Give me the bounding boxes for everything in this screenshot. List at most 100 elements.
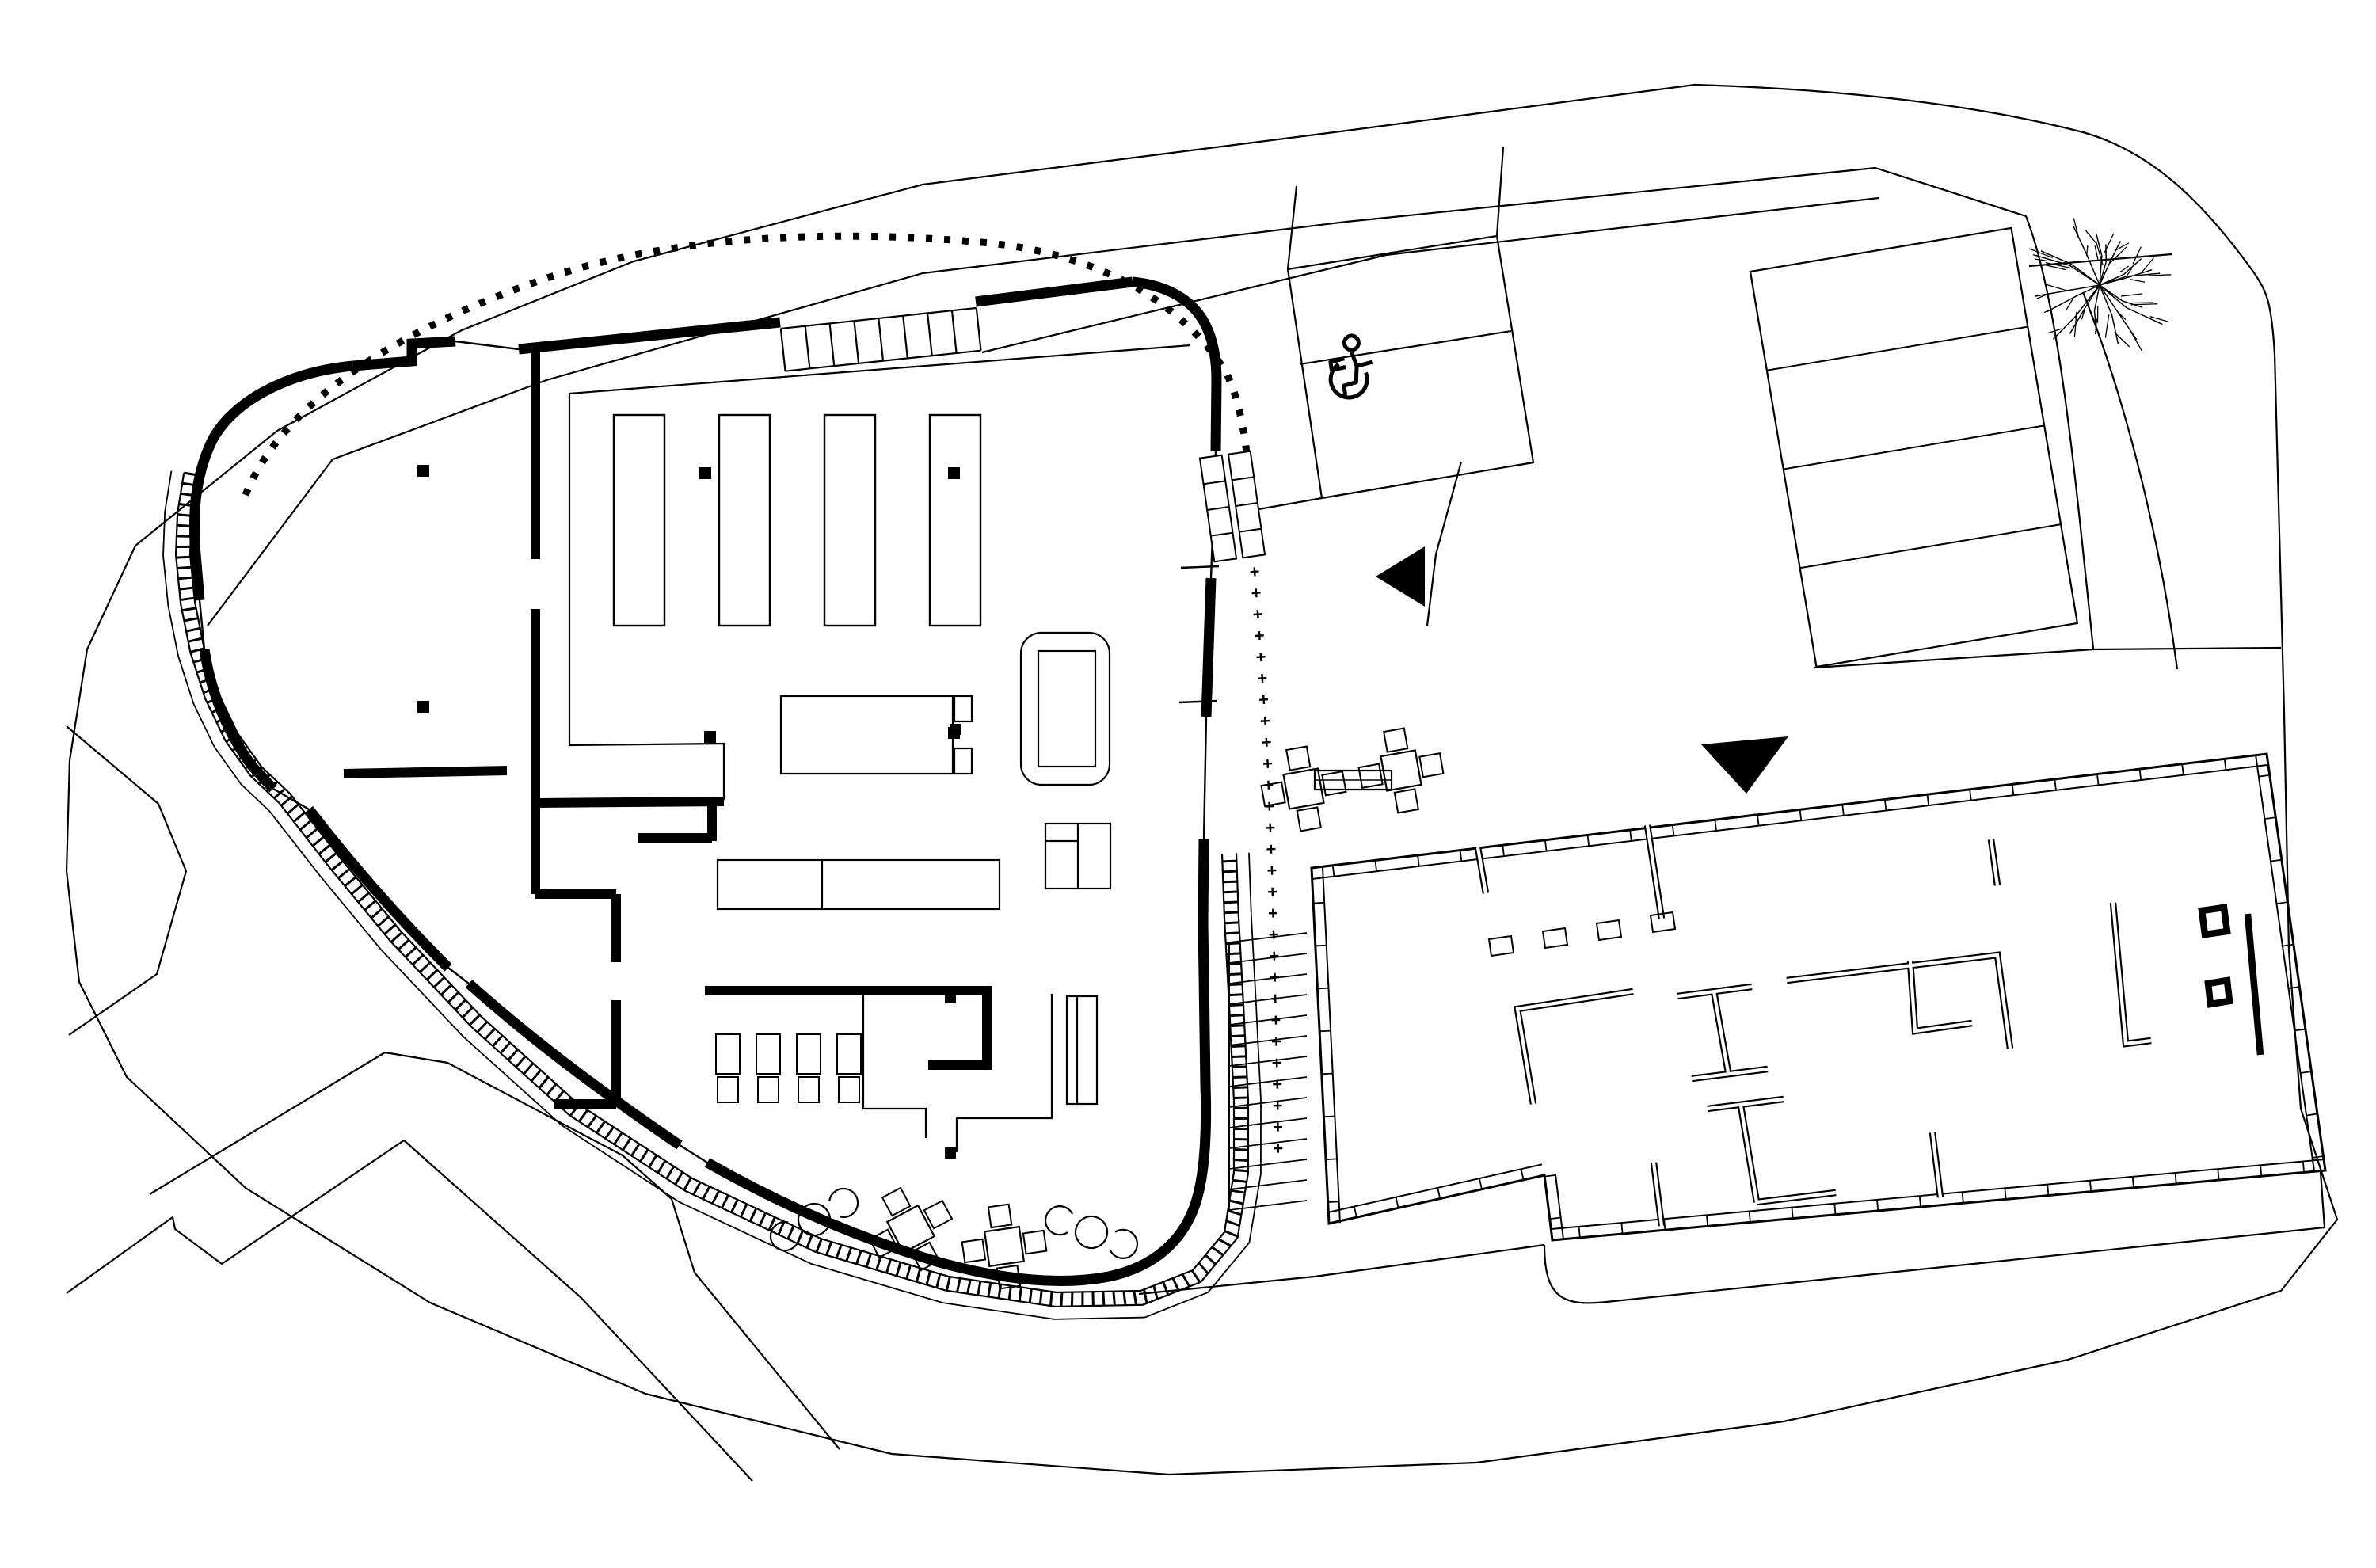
stair-step: [1228, 1056, 1308, 1067]
promenade-tick: [1224, 900, 1239, 904]
facade-tick: [1321, 1072, 1333, 1075]
interior-columns: [1487, 911, 1677, 957]
promenade-tick: [176, 555, 191, 559]
facade-tick: [2306, 1113, 2318, 1117]
column: [417, 465, 429, 477]
entrance-arrow-icon-east: [1701, 736, 1788, 794]
structural-columns: [417, 465, 960, 743]
promenade-rail: [162, 470, 1262, 1320]
promenade-tick: [404, 946, 417, 958]
exterior-stair: [1228, 932, 1308, 1211]
desk: [756, 1033, 781, 1075]
facade-tick: [1833, 1203, 1837, 1215]
plus-mark: [1253, 613, 1262, 616]
facade-tick: [2282, 943, 2294, 947]
chair: [881, 1186, 912, 1217]
facade-tick: [1876, 1199, 1879, 1211]
plus-marked-path: [1247, 524, 1283, 1153]
facade-tick: [2054, 778, 2057, 790]
promenade-tick: [1233, 1086, 1248, 1089]
promenade-tick: [1028, 1288, 1033, 1303]
facade-tick: [1502, 845, 1505, 857]
promenade-tick: [1229, 1014, 1244, 1018]
promenade-tick: [492, 1034, 504, 1048]
promenade-tick: [530, 1069, 542, 1083]
desk: [796, 1033, 821, 1075]
facade-tick: [2302, 1161, 2306, 1173]
tree-branch: [2096, 233, 2103, 286]
inner-road-edge-lower: [981, 196, 1879, 354]
grating-rung: [804, 325, 811, 369]
facade-tick: [1417, 854, 1420, 867]
interior-column: [1649, 911, 1677, 934]
promenade-tick: [461, 1006, 474, 1018]
tree-twig: [2120, 293, 2142, 297]
chair: [1022, 1229, 1048, 1255]
tree-twig: [2125, 268, 2133, 278]
facade-tick: [1671, 824, 1675, 836]
facade-tick: [1479, 1178, 1483, 1189]
grating-rung: [950, 310, 958, 354]
parking-area: [1249, 147, 2079, 668]
grating-rung: [828, 323, 836, 367]
facade-tick: [1319, 1029, 1331, 1033]
interior-partitions-core: [1475, 824, 2152, 1227]
promenade-tick: [177, 565, 192, 569]
plus-mark: [1258, 676, 1267, 680]
wall-east-segment-top: [1210, 379, 1222, 452]
promenade-tick: [786, 1225, 795, 1240]
tall-cabinet: [1065, 995, 1099, 1106]
facade-tick: [2264, 816, 2276, 820]
kitchen-partition: [955, 994, 1053, 1152]
chair: [987, 1203, 1013, 1229]
promenade-tick: [1133, 1290, 1137, 1306]
horseshoe-chair: [828, 1187, 859, 1219]
promenade-tick: [587, 1115, 598, 1128]
tree-twig: [2114, 332, 2130, 348]
promenade-tick: [1223, 880, 1238, 884]
tree-branch: [2099, 284, 2163, 325]
tree-icon: [2028, 218, 2172, 352]
promenade-tick: [1122, 1291, 1127, 1306]
facade-tick: [1757, 814, 1760, 826]
promenade-tick: [956, 1277, 961, 1292]
facade-tick: [2294, 1028, 2306, 1032]
promenade-tick: [1211, 1246, 1224, 1257]
stall-divider: [1783, 424, 2045, 470]
parking-apron-line: [1814, 648, 2094, 669]
facade-tick: [1549, 1216, 1561, 1220]
accessible-stall-outline: [1286, 234, 1535, 500]
service-counter: [716, 858, 1001, 911]
promenade-tick: [721, 1194, 729, 1209]
facade-tick: [1926, 794, 1930, 806]
promenade-tick: [1038, 1290, 1043, 1305]
chair: [868, 1228, 899, 1259]
interior-column: [1487, 934, 1515, 957]
grating-rung: [779, 328, 786, 371]
promenade-tick: [1233, 1158, 1249, 1162]
right-building: [1138, 752, 2327, 1304]
facade-tick: [2258, 774, 2270, 778]
promenade-tick: [1224, 1230, 1239, 1238]
walkway-edge-east: [2081, 291, 2179, 670]
plus-mark: [1251, 592, 1261, 595]
window: [198, 599, 206, 650]
outdoor-table-set: [1260, 745, 1347, 832]
window: [447, 967, 470, 984]
wheelchair-icon: [1328, 333, 1373, 400]
promenade-tick: [657, 1159, 667, 1174]
bottom-left-roads: [66, 725, 840, 1482]
stair-step: [1228, 1117, 1308, 1128]
promenade-tick: [350, 884, 364, 896]
facade-tick: [1544, 839, 1548, 851]
wall-left-arc-2: [199, 649, 277, 793]
sunbed: [1227, 450, 1266, 559]
facade-tick: [2011, 784, 2015, 796]
facade-tick: [2181, 763, 2184, 775]
window: [272, 787, 310, 811]
promenade-tick: [287, 803, 299, 815]
pool-inner: [1037, 649, 1097, 768]
promenade-tick: [476, 1021, 489, 1033]
stair-step: [1228, 1159, 1308, 1170]
promenade-tick: [925, 1270, 931, 1285]
